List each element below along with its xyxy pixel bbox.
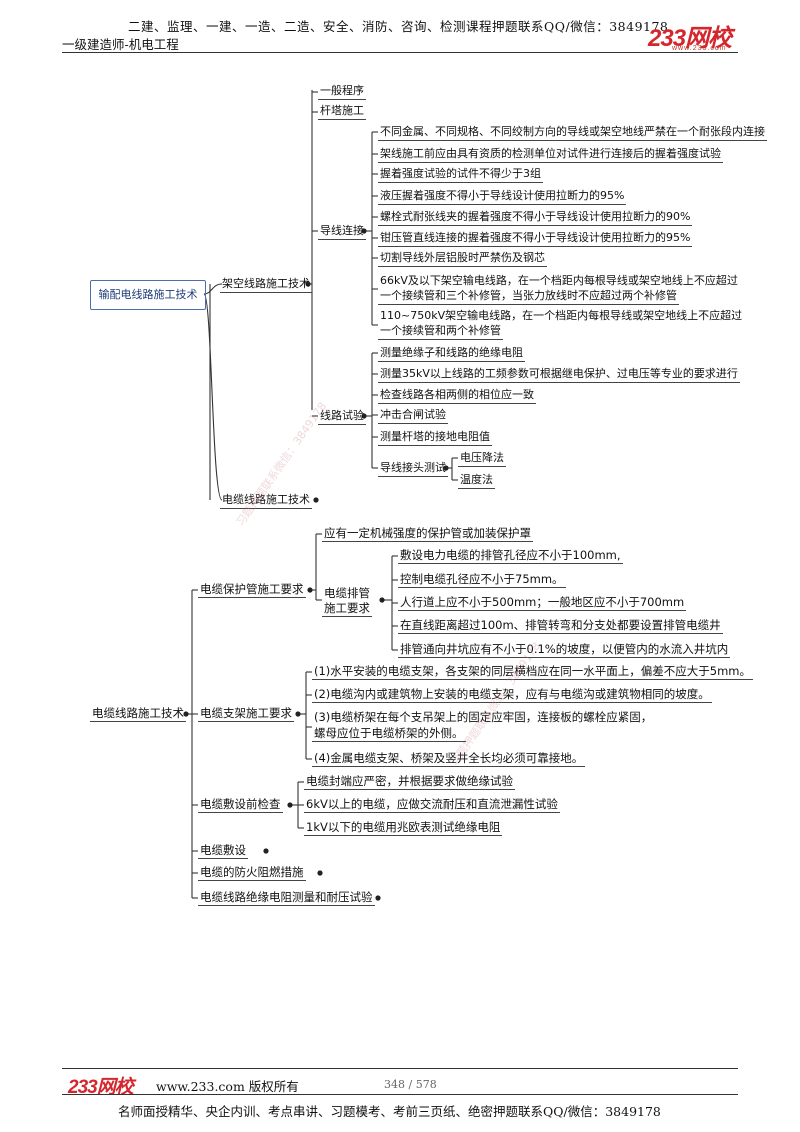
wiring-item-66kv-line1: 66kV及以下架空输电线路，在一个档距内每根导线或架空地线上不应超过 [380,274,738,287]
branch-cable-lines: 电缆线路施工技术 [220,493,312,509]
test-item-5: 测量杆塔的接地电阻值 [378,430,492,446]
node-line-test: 线路试验 [318,409,366,425]
protect-item-top: 应有一定机械强度的保护管或加装保护罩 [322,526,533,542]
site-logo-url: www.233.com [672,45,727,52]
footer-divider-2 [62,1094,738,1095]
branch-precheck: 电缆敷设前检查 [198,797,283,813]
node-wire-connection: 导线连接 [318,224,366,240]
bracket-item-3-line1: (3)电缆桥架在每个支吊架上的固定应牢固，连接板的螺栓应紧固， [314,710,653,724]
duct-item-2: 控制电缆孔径应不小于75mm。 [398,572,566,588]
test-item-4: 冲击合闸试验 [378,408,448,424]
branch-laying: 电缆敷设 [198,843,248,859]
branch-insulation-test: 电缆线路绝缘电阻测量和耐压试验 [198,890,375,906]
node-duct-line2: 施工要求 [322,601,372,617]
node-duct-line1: 电缆排管 [324,586,370,600]
footer-copyright: www.233.com 版权所有 [156,1079,299,1094]
duct-item-5: 排管通向井坑应有不小于0.1%的坡度，以便管内的水流入井坑内 [398,642,731,658]
page-number: 348 / 578 [384,1078,437,1091]
mindmap-root-distribution-lines: 输配电线路施工技术 [90,280,206,310]
wiring-item-4: 液压握着强度不得小于导线设计使用拉断力的95% [378,189,627,205]
precheck-item-1: 电缆封端应严密，并根据要求做绝缘试验 [304,774,515,790]
footer-ad-line: 名师面授精华、央企内训、考点串讲、习题模考、考前三页纸、绝密押题联系QQ/微信：… [118,1104,661,1119]
wiring-item-5: 螺栓式耐张线夹的握着强度不得小于导线设计使用拉断力的90% [378,210,693,226]
footer-logo[interactable]: 233网校 [68,1077,134,1098]
site-logo[interactable]: 233网校 [648,25,732,52]
bracket-item-2: (2)电缆沟内或建筑物上安装的电缆支架，应有与电缆沟或建筑物相同的坡度。 [312,687,712,703]
wiring-item-66kv-line2: 一个接续管和三个补修管，当张力放线时不应超过两个补修管 [378,289,679,305]
bracket-item-3-line2: 螺母应位于电缆桥架的外侧。 [312,726,466,742]
joint-item-temperature: 温度法 [458,473,495,489]
branch-bracket: 电缆支架施工要求 [198,706,294,722]
doc-title: 一级建造师-机电工程 [62,37,179,52]
node-tower-construction: 杆塔施工 [318,104,366,120]
wiring-item-6: 钳压管直线连接的握着强度不得小于导线设计使用拉断力的95% [378,231,693,247]
wiring-item-7: 切割导线外层铝股时严禁伤及钢芯 [378,251,547,267]
duct-item-3: 人行道上应不小于500mm；一般地区应不小于700mm [398,595,687,611]
bracket-item-1: (1)水平安装的电缆支架，各支架的同层横档应在同一水平面上，偏差不应大于5mm。 [312,664,754,680]
node-general-procedure: 一般程序 [318,84,366,100]
branch-protect-pipe: 电缆保护管施工要求 [198,582,306,598]
test-item-2: 测量35kV以上线路的工频参数可根据继电保护、过电压等专业的要求进行 [378,367,740,383]
header-divider [62,52,738,53]
wiring-item-1: 不同金属、不同规格、不同绞制方向的导线或架空地线严禁在一个耐张段内连接 [378,125,767,141]
precheck-item-2: 6kV以上的电缆，应做交流耐压和直流泄漏性试验 [304,797,560,813]
mindmap-root-cable-lines: 电缆线路施工技术 [90,706,186,722]
footer-divider [62,1068,738,1069]
wiring-item-2: 架线施工前应由具有资质的检测单位对试件进行连接后的握着强度试验 [378,147,723,163]
joint-item-voltage-drop: 电压降法 [458,451,506,467]
test-item-1: 测量绝缘子和线路的绝缘电阻 [378,346,525,362]
wiring-item-3: 握着强度试验的试件不得少于3组 [378,167,543,183]
node-joint-test: 导线接头测试 [378,461,448,477]
bracket-item-4: (4)金属电缆支架、桥架及竖井全长均必须可靠接地。 [312,751,586,767]
branch-overhead-lines: 架空线路施工技术 [220,277,312,293]
duct-item-1: 敷设电力电缆的排管孔径应不小于100mm, [398,548,623,564]
wiring-item-110kv-line1: 110~750kV架空输电线路，在一个档距内每根导线或架空地线上不应超过 [380,309,743,322]
test-item-3: 检查线路各相两侧的相位应一致 [378,388,536,404]
header-ad-line: 二建、监理、一建、一造、二造、安全、消防、咨询、检测课程押题联系QQ/微信：38… [128,19,669,34]
precheck-item-3: 1kV以下的电缆用兆欧表测试绝缘电阻 [304,820,503,836]
branch-fire-protection: 电缆的防火阻燃措施 [198,865,306,881]
duct-item-4: 在直线距离超过100m、排管转弯和分支处都要设置排管电缆井 [398,618,723,634]
wiring-item-110kv-line2: 一个接续管和两个补修管 [378,324,503,340]
